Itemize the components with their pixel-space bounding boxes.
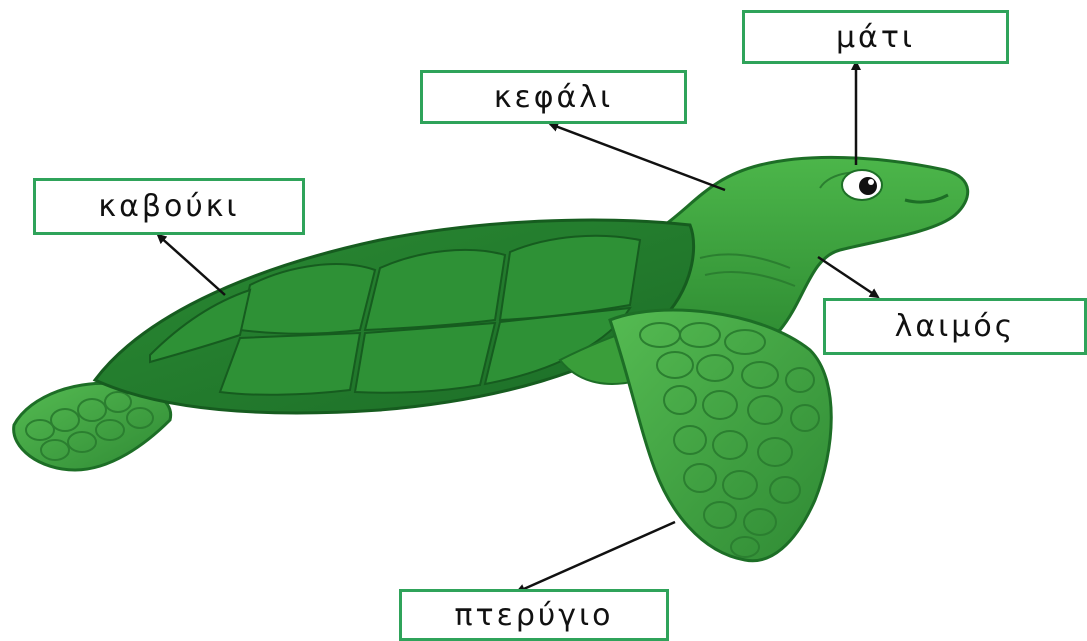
arrow-kefali [550,124,725,190]
label-shell: καβούκι [33,178,305,235]
front-flipper [610,310,831,561]
label-head: κεφάλι [420,70,687,124]
label-neck: λαιμός [823,298,1087,355]
label-flipper: πτερύγιο [399,589,669,641]
arrow-pterygio [517,522,675,592]
arrow-laimos [818,257,878,297]
label-eye: μάτι [742,10,1009,64]
arrow-kavouki [158,235,225,295]
